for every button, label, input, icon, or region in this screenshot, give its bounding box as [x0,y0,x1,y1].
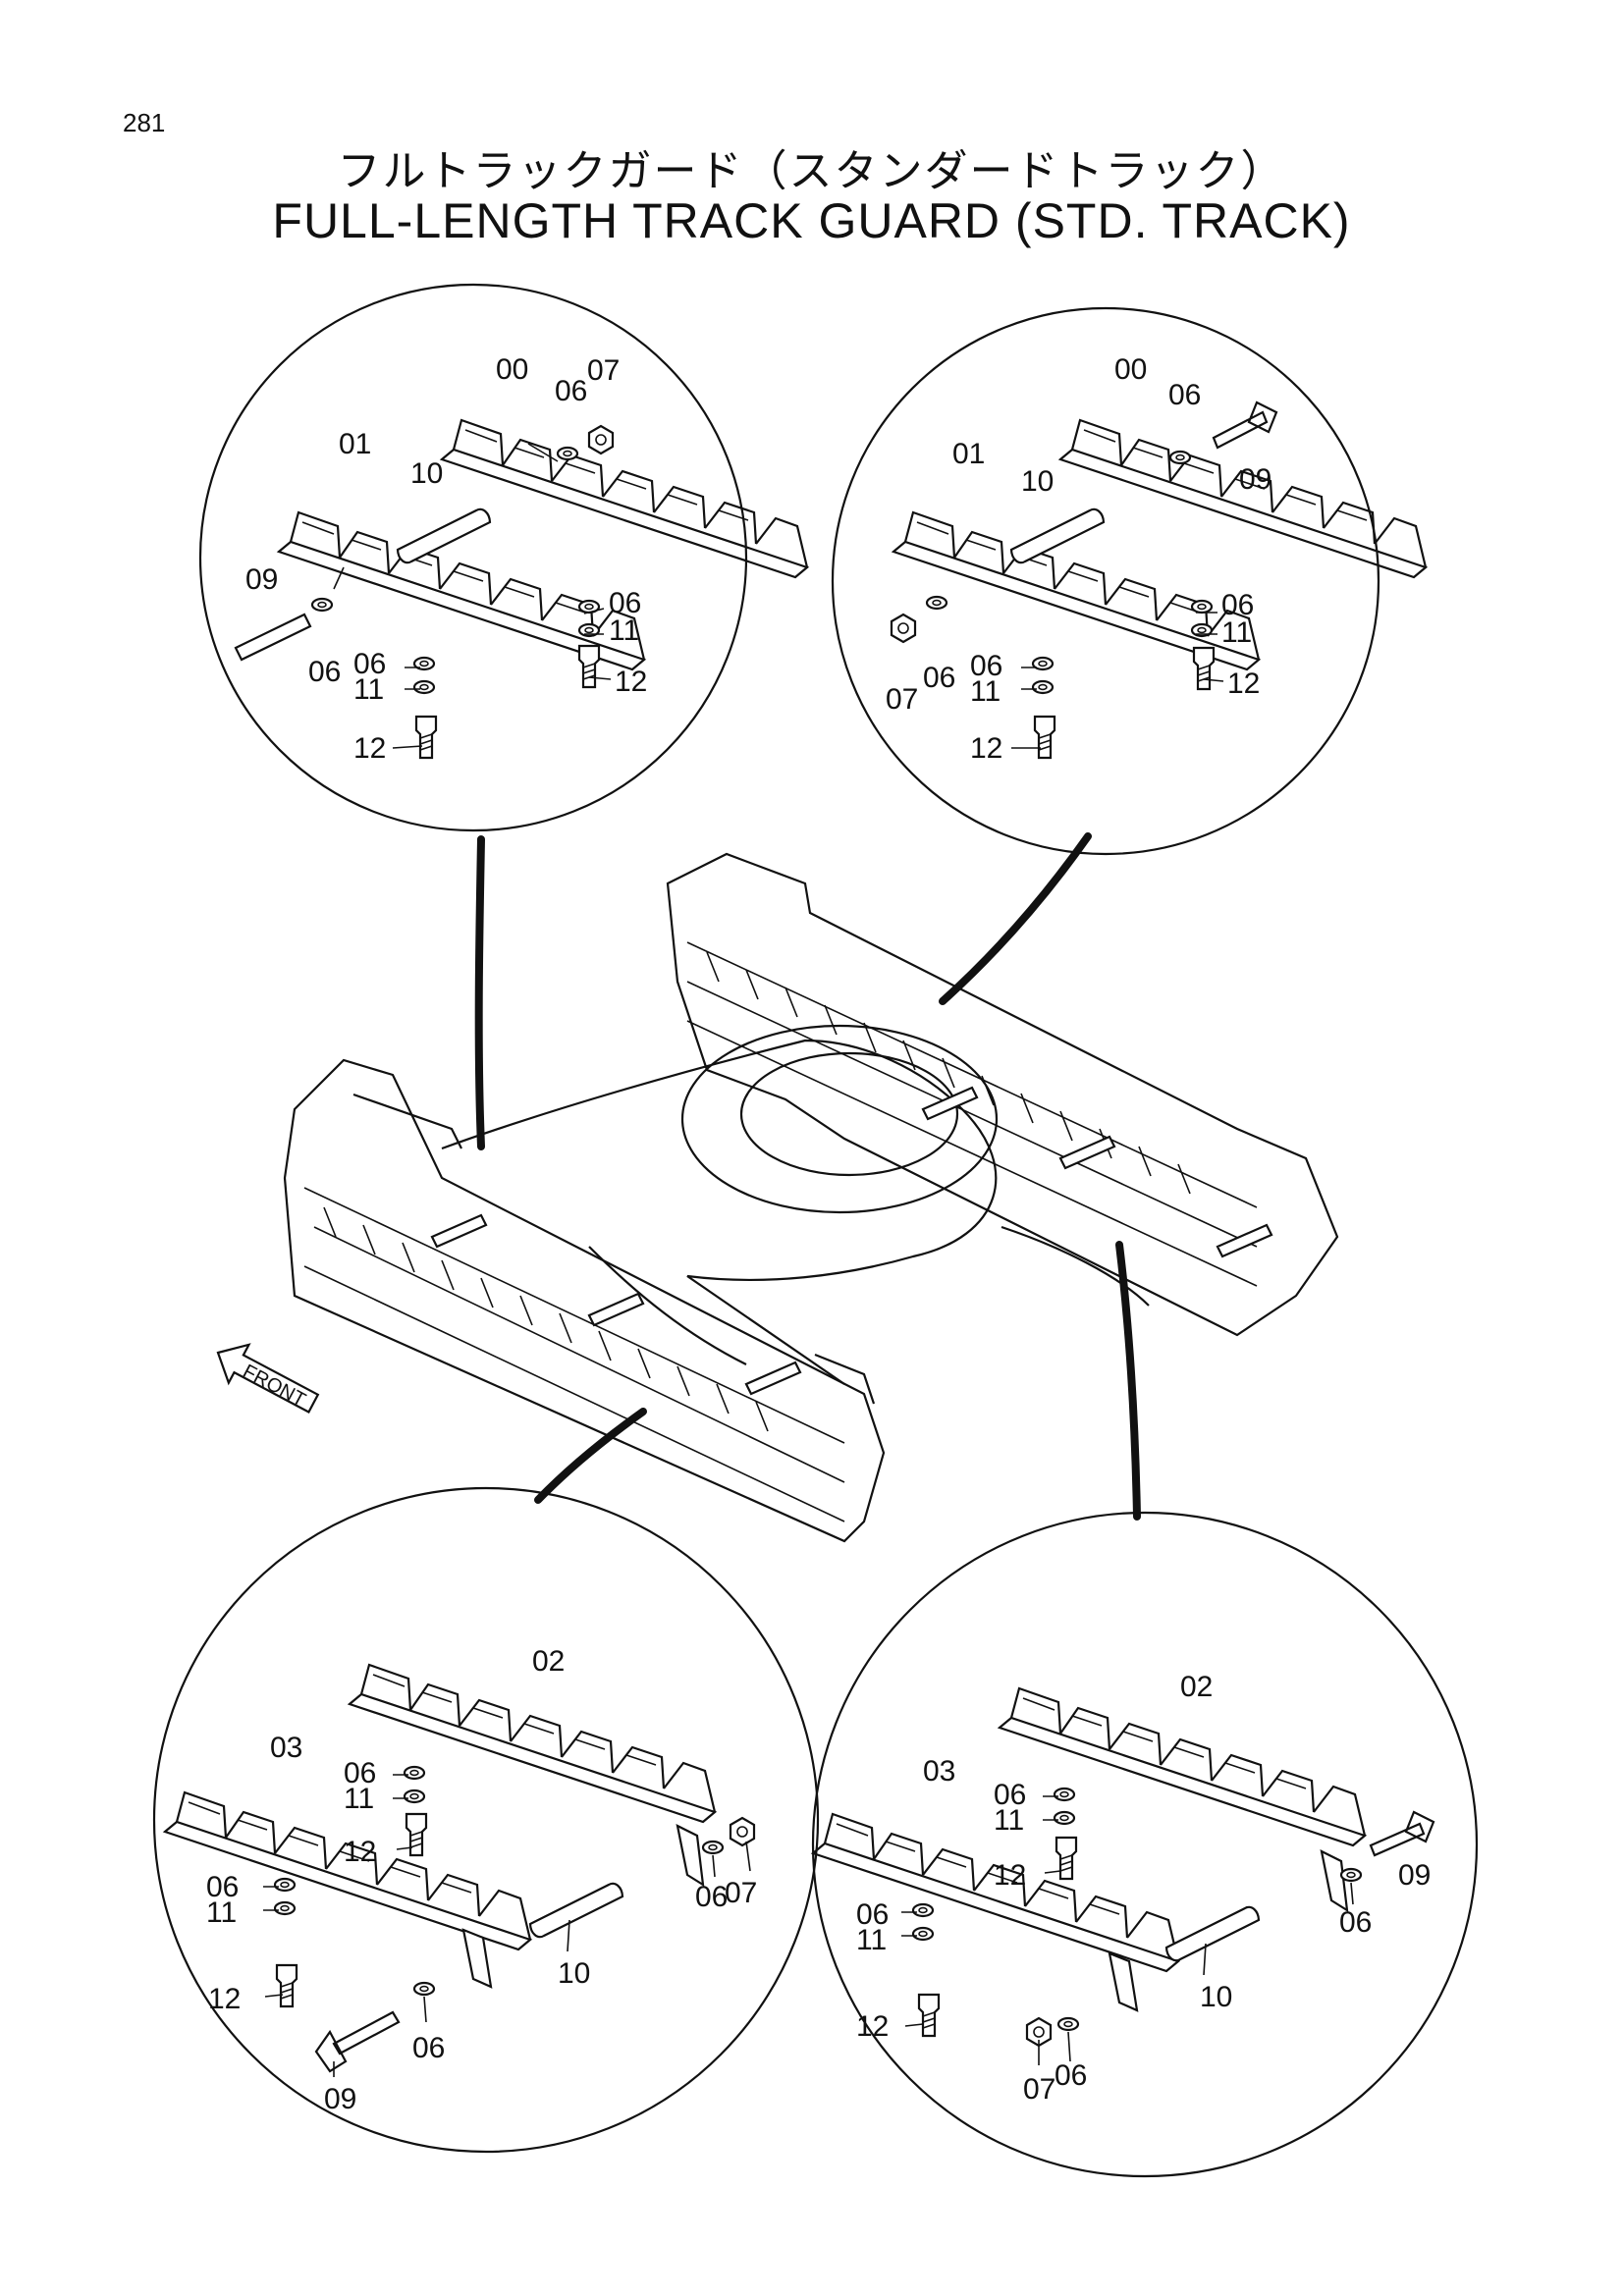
part-callout-tr-j: 06 [970,650,1002,682]
part-callout-br-i: 11 [856,1924,887,1956]
part-callout-tr-l: 12 [1227,667,1260,700]
part-callout-bl-a: 02 [532,1645,565,1678]
part-callout-tl-b: 06 [555,375,587,407]
part-callout-bl-h: 06 [695,1881,728,1913]
part-callout-bl-c: 06 [344,1757,376,1789]
part-callout-bl-k: 12 [208,1983,241,2015]
part-callout-br-a: 02 [1180,1671,1213,1703]
page-number: 281 [123,108,166,137]
part-callout-tr-e: 10 [1021,465,1054,498]
detail-circle-bottom-left [152,1486,820,2154]
part-callout-br-j: 10 [1200,1981,1232,2013]
part-callout-tl-i: 11 [609,614,639,647]
part-callout-br-d: 11 [994,1804,1024,1837]
part-callout-br-g: 06 [1339,1906,1372,1939]
part-callout-tl-c: 07 [587,354,620,387]
callouts-top-left: 00 06 07 01 10 09 06 06 11 06 11 12 12 [245,353,647,765]
callouts-bottom-right: 02 03 06 11 12 09 06 06 11 10 12 07 06 [856,1671,1431,2106]
part-callout-tl-h: 06 [609,587,641,619]
part-callout-br-f: 09 [1398,1859,1431,1892]
part-callout-tl-j: 06 [353,648,386,680]
part-callout-bl-l: 06 [412,2032,445,2064]
part-callout-bl-i: 11 [206,1896,237,1929]
part-callout-br-c: 06 [994,1779,1026,1811]
part-callout-bl-b: 03 [270,1732,302,1764]
part-callout-bl-g: 07 [725,1877,757,1909]
part-callout-tl-k: 11 [353,673,384,706]
front-label: FRONT [240,1361,309,1412]
detail-circle-top-left [198,283,748,832]
part-callout-tl-f: 09 [245,563,278,596]
title-japanese: フルトラックガード（スタンダードトラック） [337,146,1286,196]
part-callout-tl-e: 10 [410,457,443,490]
part-callout-bl-f: 06 [206,1871,239,1903]
part-callout-br-m: 06 [1055,2059,1087,2092]
part-callout-br-l: 07 [1023,2073,1055,2106]
part-callout-tl-a: 00 [496,353,528,386]
part-callout-tr-h: 06 [1221,589,1254,621]
part-callout-tr-a: 00 [1114,353,1147,386]
part-callout-br-e: 12 [994,1859,1026,1892]
part-callout-tl-d: 01 [339,428,371,460]
part-callout-tr-g: 06 [923,662,955,694]
part-callout-tl-m: 12 [353,732,386,765]
leader-bottom-left [534,1408,647,1504]
part-callout-bl-d: 11 [344,1783,374,1815]
title-english: FULL-LENGTH TRACK GUARD (STD. TRACK) [272,193,1351,248]
detail-circle-bottom-right [811,1511,1479,2178]
front-direction-arrow: FRONT [216,1343,320,1414]
callouts-top-right: 00 06 09 01 10 07 06 06 11 06 11 12 12 [886,353,1271,765]
part-callout-br-k: 12 [856,2010,889,2043]
part-callout-tr-f: 07 [886,683,918,716]
part-callout-tr-c: 09 [1239,463,1271,496]
leader-top-left [474,835,485,1150]
part-callout-br-b: 03 [923,1755,955,1788]
part-callout-tr-m: 12 [970,732,1002,765]
detail-circle-top-right [831,306,1380,856]
detail-bottom-left-parts [163,1663,756,2077]
leader-bottom-right [1115,1241,1141,1521]
part-callout-tr-i: 11 [1221,616,1252,649]
part-callout-tl-g: 06 [308,656,341,688]
part-callout-bl-m: 09 [324,2083,356,2115]
detail-top-right-parts [890,400,1428,760]
part-callout-bl-e: 12 [344,1836,376,1868]
part-callout-br-h: 06 [856,1898,889,1931]
part-callout-tl-l: 12 [615,666,647,698]
part-callout-tr-d: 01 [952,438,985,470]
undercarriage-frame [283,852,1339,1543]
part-callout-tr-k: 11 [970,675,1001,708]
part-callout-tr-b: 06 [1168,379,1201,411]
leader-top-right [939,832,1092,1005]
detail-top-left-parts [234,418,809,760]
part-callout-bl-j: 10 [558,1957,590,1990]
detail-bottom-right-parts [811,1686,1435,2065]
callouts-bottom-left: 02 03 06 11 12 06 07 06 11 10 12 06 09 [206,1645,757,2115]
